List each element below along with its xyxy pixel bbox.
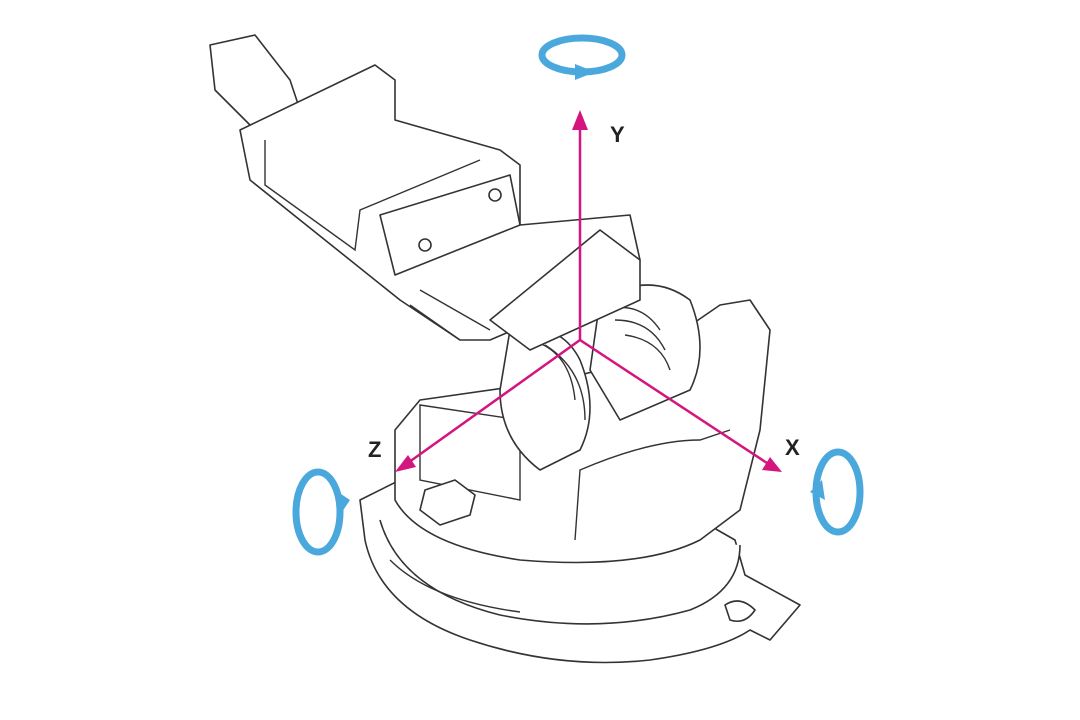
rotation-arrow-y-icon [538, 34, 626, 80]
rotation-arrow-x-icon [810, 448, 864, 536]
y-axis-label: Y [610, 122, 625, 147]
z-axis-line [404, 338, 581, 467]
vise-jaw-assembly [209, 34, 641, 351]
z-arrowhead [395, 455, 416, 472]
x-axis-line [579, 338, 771, 467]
x-axis-label: X [785, 435, 800, 460]
axis-arrows [395, 110, 782, 472]
z-axis-label: Z [368, 437, 381, 462]
x-arrowhead [762, 457, 782, 472]
rotation-arrow-z-icon [292, 468, 350, 556]
swivel-body [394, 284, 771, 564]
y-arrowhead [572, 110, 588, 130]
hex-bolt [419, 479, 476, 526]
